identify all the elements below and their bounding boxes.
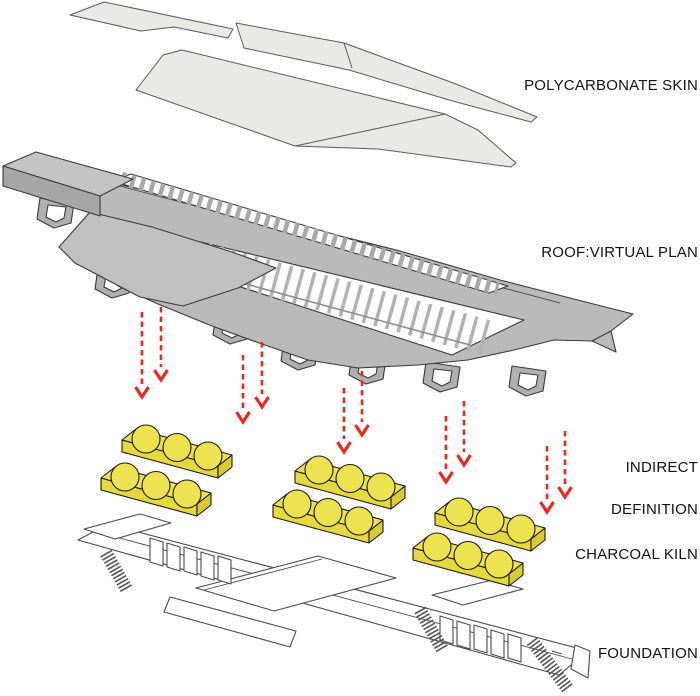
down-arrow-icon — [134, 312, 150, 400]
label-indirect-line1: INDIRECT — [625, 459, 698, 476]
label-foundation: FOUNDATION — [597, 645, 698, 662]
charcoal-kiln-drawing — [100, 424, 546, 587]
label-roof-virtual-plan: ROOF:VIRTUAL PLAN — [541, 244, 698, 261]
label-indirect-line2: DEFINITION — [611, 501, 698, 518]
down-arrow-icon — [235, 355, 251, 425]
foundation-right-platform — [431, 579, 524, 606]
label-polycarbonate-skin: POLYCARBONATE SKIN — [524, 77, 698, 94]
foundation-center-platform — [195, 555, 397, 612]
down-arrow-icon — [557, 431, 573, 500]
down-arrow-icon — [456, 401, 472, 468]
polycarbonate-skin-drawing — [69, 1, 538, 168]
foundation-walls — [439, 615, 522, 663]
down-arrow-icon — [438, 416, 454, 485]
kiln-block — [412, 532, 524, 587]
kiln-block — [272, 489, 384, 544]
kiln-block — [294, 455, 406, 510]
foundation-end-cap — [570, 644, 591, 679]
skin-panel — [235, 22, 538, 123]
label-charcoal-kiln: CHARCOAL KILN — [575, 546, 698, 563]
kiln-block — [100, 462, 212, 517]
foundation-lower-platform — [163, 596, 297, 648]
foundation-left-wing — [83, 513, 172, 540]
down-arrow-icon — [336, 388, 352, 455]
kiln-block — [121, 424, 233, 479]
label-indirect-definition: INDIRECT DEFINITION — [611, 433, 698, 545]
foundation-stair-hatch — [100, 549, 574, 693]
roof-end-box-front — [2, 165, 101, 217]
skin-panel — [69, 1, 234, 39]
down-arrow-icon — [153, 307, 169, 383]
indirect-definition-arrows — [134, 307, 573, 515]
kiln-block — [434, 497, 546, 552]
foundation-walls — [149, 537, 232, 585]
foundation-drawing — [77, 513, 591, 693]
down-arrow-icon — [539, 446, 555, 515]
down-arrow-icon — [354, 371, 370, 438]
roof-virtual-plan-drawing — [2, 151, 634, 397]
skin-panel — [135, 49, 517, 168]
down-arrow-icon — [254, 342, 270, 410]
roof-left-wing — [58, 211, 277, 307]
